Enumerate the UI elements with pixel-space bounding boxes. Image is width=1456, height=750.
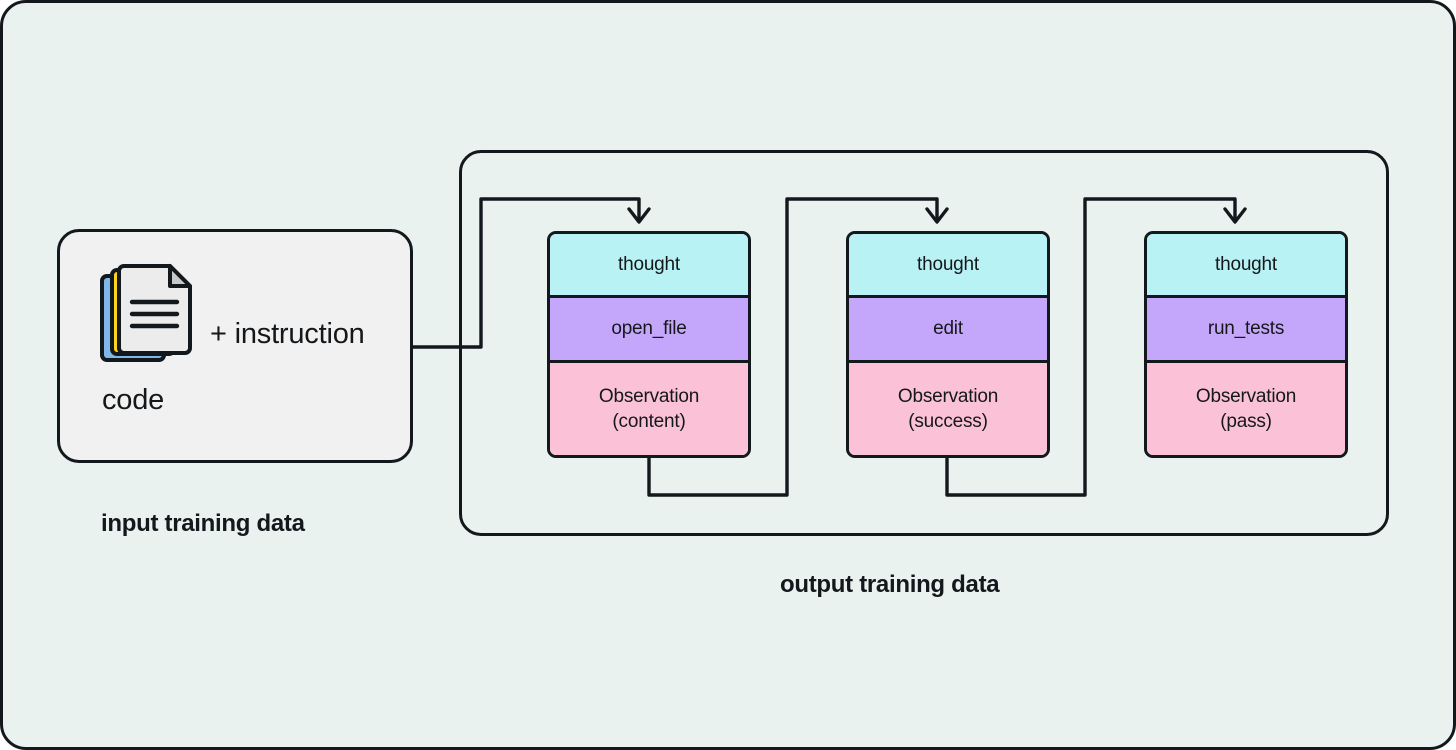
instruction-label: + instruction bbox=[210, 318, 365, 350]
action-band-3: run_tests bbox=[1147, 298, 1345, 363]
step-card-3[interactable]: thought run_tests Observation (pass) bbox=[1144, 231, 1348, 458]
step-card-2[interactable]: thought edit Observation (success) bbox=[846, 231, 1050, 458]
observation-band-3: Observation (pass) bbox=[1147, 363, 1345, 455]
observation-detail-1: (content) bbox=[612, 411, 686, 432]
action-band-2: edit bbox=[849, 298, 1047, 363]
input-training-data-caption: input training data bbox=[101, 510, 305, 537]
stacked-documents-icon bbox=[100, 264, 192, 362]
input-training-data-box[interactable]: + instruction code bbox=[57, 229, 413, 463]
observation-band-1: Observation (content) bbox=[550, 363, 748, 455]
code-label: code bbox=[102, 384, 165, 416]
action-band-1: open_file bbox=[550, 298, 748, 363]
output-training-data-caption: output training data bbox=[780, 571, 1000, 598]
observation-band-2: Observation (success) bbox=[849, 363, 1047, 455]
observation-detail-2: (success) bbox=[908, 411, 988, 432]
thought-band-1: thought bbox=[550, 234, 748, 298]
output-training-data-container bbox=[459, 150, 1389, 536]
thought-band-3: thought bbox=[1147, 234, 1345, 298]
observation-title-2: Observation bbox=[897, 385, 999, 407]
observation-title-1: Observation bbox=[598, 385, 700, 407]
observation-detail-3: (pass) bbox=[1220, 411, 1272, 432]
thought-band-2: thought bbox=[849, 234, 1047, 298]
observation-title-3: Observation bbox=[1195, 385, 1297, 407]
step-card-1[interactable]: thought open_file Observation (content) bbox=[547, 231, 751, 458]
